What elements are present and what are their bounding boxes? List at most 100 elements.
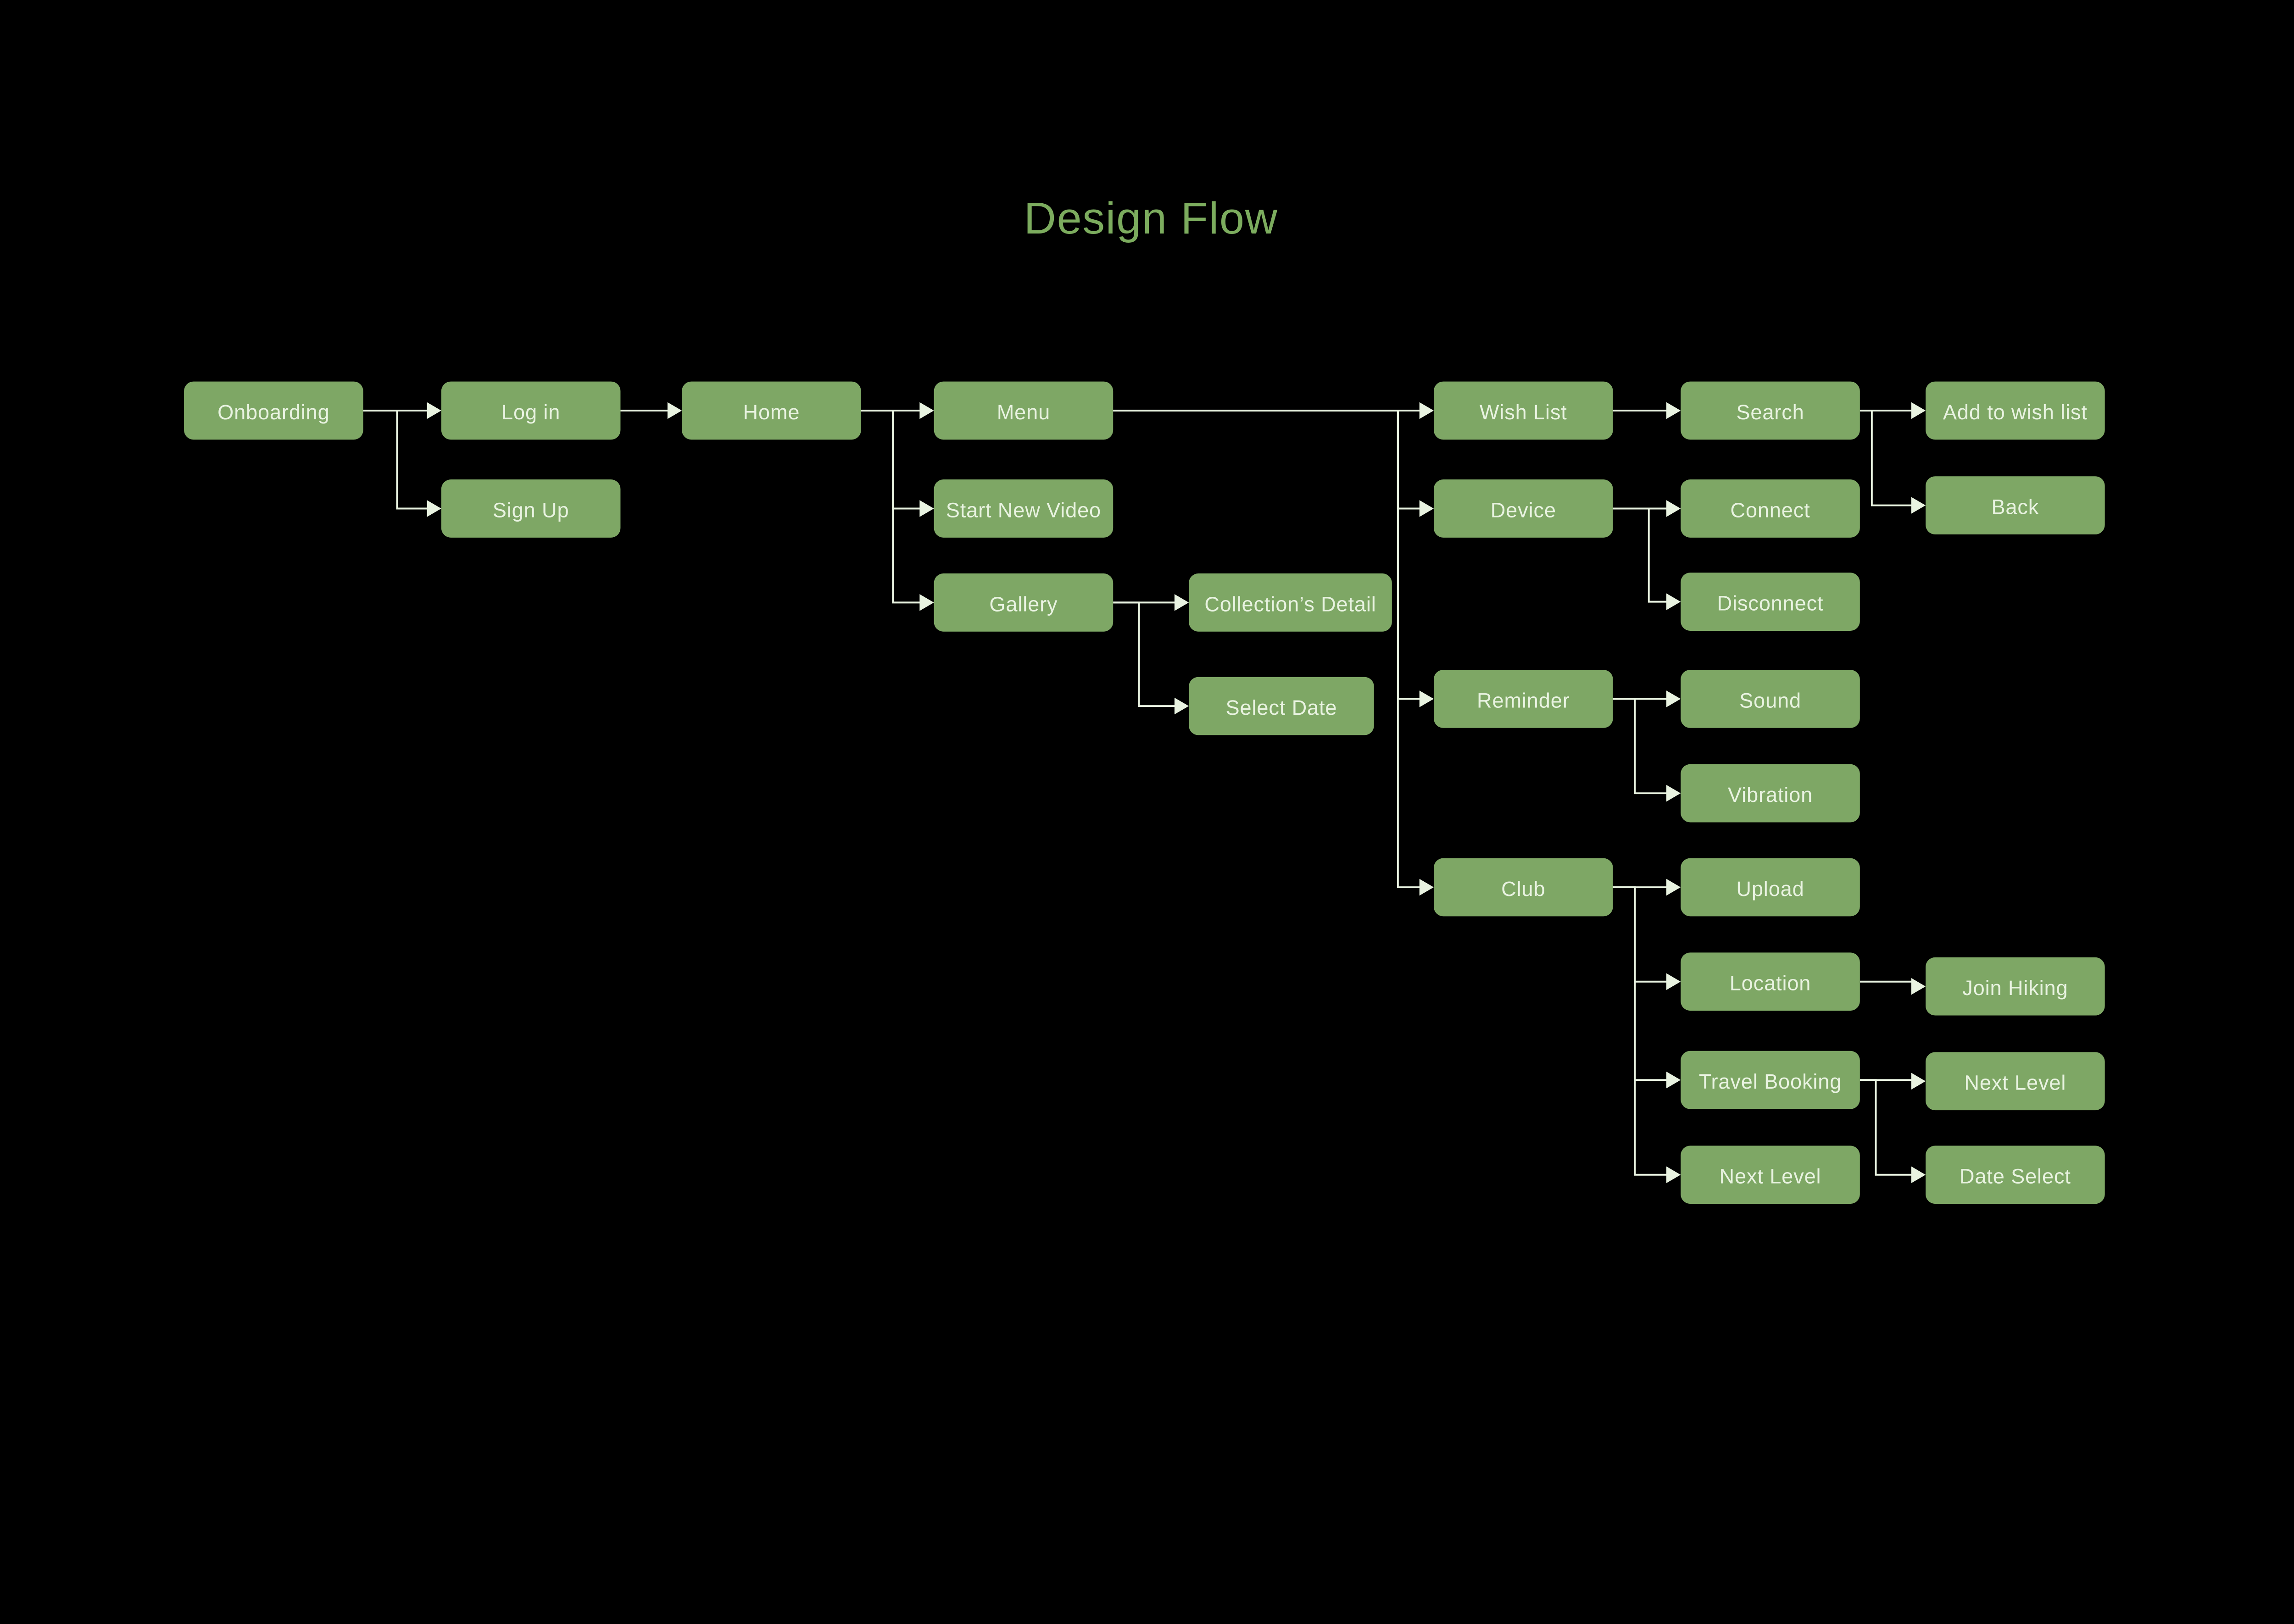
- menu-label: Menu: [997, 400, 1050, 424]
- flow-edge-reminder-vibration: [1613, 698, 1668, 795]
- flow-node-reminder[interactable]: Reminder: [1433, 670, 1613, 728]
- date-select-box[interactable]: [1926, 1146, 2105, 1204]
- flow-node-gallery[interactable]: Gallery: [934, 573, 1114, 632]
- add-to-wish-list-box[interactable]: [1926, 381, 2105, 440]
- login-label: Log in: [501, 400, 560, 424]
- sound-label: Sound: [1739, 689, 1801, 712]
- flow-node-disconnect[interactable]: Disconnect: [1681, 573, 1860, 631]
- arrowhead-icon: [1666, 973, 1681, 990]
- sound-box[interactable]: [1681, 670, 1860, 728]
- arrowhead-icon: [1666, 500, 1681, 517]
- arrowhead-icon: [1419, 690, 1434, 707]
- arrowhead-icon: [1666, 879, 1681, 896]
- vibration-label: Vibration: [1728, 783, 1813, 806]
- flow-node-login[interactable]: Log in: [441, 381, 621, 440]
- flow-node-home[interactable]: Home: [682, 381, 861, 440]
- flow-node-wish-list[interactable]: Wish List: [1433, 381, 1613, 440]
- arrowhead-icon: [1666, 402, 1681, 419]
- flow-edge-menu-device: [1113, 410, 1421, 510]
- search-label: Search: [1736, 400, 1804, 424]
- flow-edge-menu-reminder: [1113, 410, 1421, 700]
- arrowhead-icon: [1911, 1166, 1926, 1183]
- flow-edge-search-back: [1860, 410, 1913, 506]
- flow-node-location[interactable]: Location: [1681, 952, 1860, 1011]
- arrowhead-icon: [1666, 690, 1681, 707]
- flow-node-menu[interactable]: Menu: [934, 381, 1114, 440]
- arrowhead-icon: [1666, 593, 1681, 610]
- flow-node-add-to-wish-list[interactable]: Add to wish list: [1926, 381, 2105, 440]
- flow-edge-home-gallery: [861, 410, 921, 604]
- flow-node-select-date[interactable]: Select Date: [1189, 677, 1374, 735]
- next-level-1-box[interactable]: [1681, 1146, 1860, 1204]
- arrowhead-icon: [1911, 497, 1926, 514]
- arrowhead-icon: [1666, 784, 1681, 802]
- club-box[interactable]: [1433, 858, 1613, 917]
- travel-booking-label: Travel Booking: [1699, 1070, 1842, 1093]
- flow-node-upload[interactable]: Upload: [1681, 858, 1860, 917]
- onboarding-box[interactable]: [184, 381, 363, 440]
- flow-node-date-select[interactable]: Date Select: [1926, 1146, 2105, 1204]
- add-to-wish-list-label: Add to wish list: [1943, 400, 2088, 424]
- select-date-box[interactable]: [1189, 677, 1374, 735]
- club-label: Club: [1501, 877, 1545, 901]
- select-date-label: Select Date: [1226, 696, 1337, 719]
- date-select-label: Date Select: [1960, 1165, 2071, 1188]
- start-new-video-box[interactable]: [934, 479, 1114, 538]
- connect-box[interactable]: [1681, 479, 1860, 538]
- edges-layer: [363, 402, 1926, 1183]
- flow-node-sound[interactable]: Sound: [1681, 670, 1860, 728]
- flow-node-back[interactable]: Back: [1926, 476, 2105, 534]
- gallery-box[interactable]: [934, 573, 1114, 632]
- reminder-label: Reminder: [1477, 689, 1570, 712]
- home-box[interactable]: [682, 381, 861, 440]
- flow-node-signup[interactable]: Sign Up: [441, 479, 621, 538]
- flow-edge-onboarding-signup: [363, 410, 429, 510]
- arrowhead-icon: [1419, 402, 1434, 419]
- flow-node-device[interactable]: Device: [1433, 479, 1613, 538]
- disconnect-label: Disconnect: [1717, 592, 1824, 615]
- location-box[interactable]: [1681, 952, 1860, 1011]
- join-hiking-label: Join Hiking: [1962, 976, 2068, 1000]
- back-label: Back: [1991, 495, 2039, 519]
- flow-edge-club-travel-booking: [1613, 886, 1668, 1081]
- location-label: Location: [1730, 972, 1811, 995]
- flow-node-next-level-2[interactable]: Next Level: [1926, 1052, 2105, 1111]
- disconnect-box[interactable]: [1681, 573, 1860, 631]
- arrowhead-icon: [1174, 697, 1189, 715]
- flow-node-club[interactable]: Club: [1433, 858, 1613, 917]
- flow-node-start-new-video[interactable]: Start New Video: [934, 479, 1114, 538]
- travel-booking-box[interactable]: [1681, 1051, 1860, 1109]
- flow-node-join-hiking[interactable]: Join Hiking: [1926, 957, 2105, 1016]
- flow-node-connect[interactable]: Connect: [1681, 479, 1860, 538]
- device-label: Device: [1491, 498, 1556, 522]
- reminder-box[interactable]: [1433, 670, 1613, 728]
- collections-detail-box[interactable]: [1189, 573, 1392, 632]
- upload-box[interactable]: [1681, 858, 1860, 917]
- vibration-box[interactable]: [1681, 764, 1860, 823]
- flow-edge-club-location: [1613, 886, 1668, 983]
- next-level-1-label: Next Level: [1720, 1165, 1821, 1188]
- flow-node-onboarding[interactable]: Onboarding: [184, 381, 363, 440]
- arrowhead-icon: [667, 402, 682, 419]
- signup-label: Sign Up: [493, 498, 569, 522]
- arrowhead-icon: [427, 402, 441, 419]
- search-box[interactable]: [1681, 381, 1860, 440]
- onboarding-label: Onboarding: [217, 400, 330, 424]
- flow-node-collections-detail[interactable]: Collection’s Detail: [1189, 573, 1392, 632]
- signup-box[interactable]: [441, 479, 621, 538]
- flow-node-vibration[interactable]: Vibration: [1681, 764, 1860, 823]
- login-box[interactable]: [441, 381, 621, 440]
- back-box[interactable]: [1926, 476, 2105, 534]
- device-box[interactable]: [1433, 479, 1613, 538]
- arrowhead-icon: [1174, 594, 1189, 611]
- wish-list-box[interactable]: [1433, 381, 1613, 440]
- next-level-2-box[interactable]: [1926, 1052, 2105, 1111]
- flow-node-search[interactable]: Search: [1681, 381, 1860, 440]
- flow-node-travel-booking[interactable]: Travel Booking: [1681, 1051, 1860, 1109]
- upload-label: Upload: [1736, 877, 1804, 901]
- flow-node-next-level-1[interactable]: Next Level: [1681, 1146, 1860, 1204]
- join-hiking-box[interactable]: [1926, 957, 2105, 1016]
- menu-box[interactable]: [934, 381, 1114, 440]
